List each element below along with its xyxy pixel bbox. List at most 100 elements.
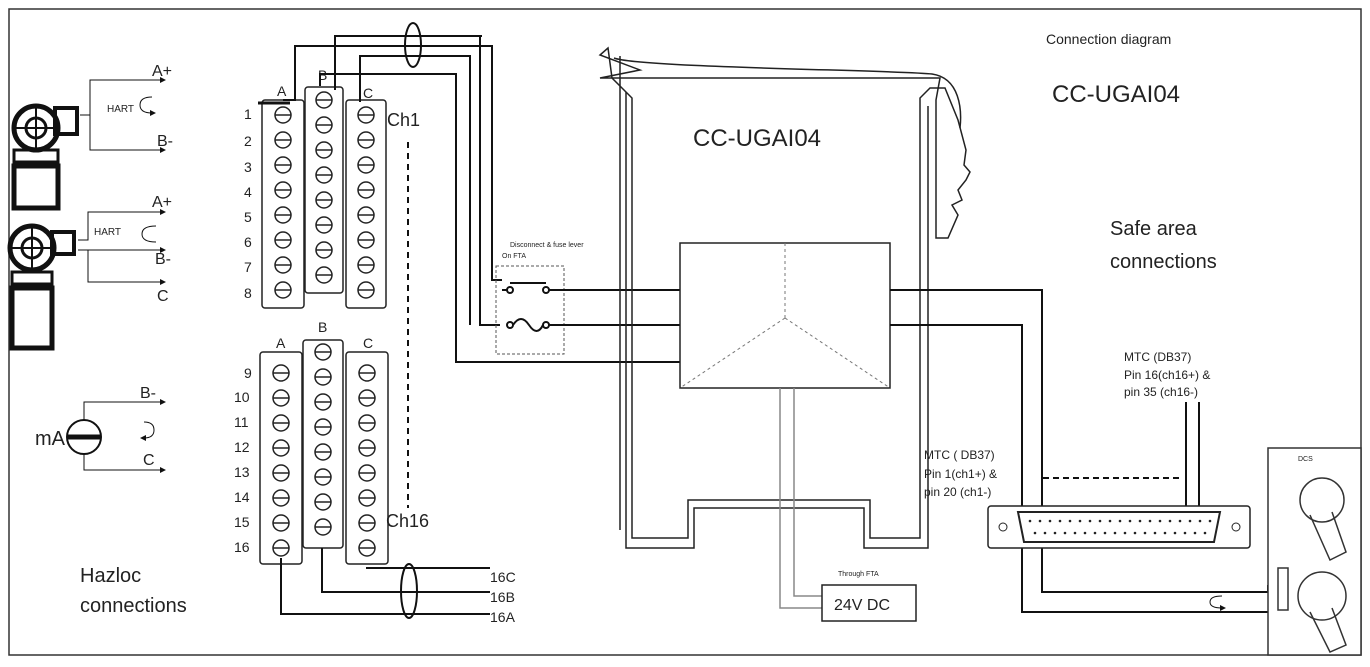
row-number: 3 bbox=[244, 159, 252, 175]
db37-pin bbox=[1113, 531, 1117, 535]
power-through-label: Through FTA bbox=[838, 571, 879, 578]
terminal-strip-a-bottom bbox=[259, 351, 303, 565]
db37-pin bbox=[1118, 519, 1122, 523]
db37-pin bbox=[1133, 531, 1137, 535]
row-number: 10 bbox=[234, 389, 250, 405]
top-row-numbers: 1 2 3 4 5 6 7 8 bbox=[244, 106, 252, 301]
mtc1-line1: MTC ( DB37) bbox=[924, 448, 995, 462]
mtc2-line2: Pin 16(ch16+) & bbox=[1124, 368, 1210, 382]
dcs-label: DCS bbox=[1298, 456, 1313, 463]
db37-pin bbox=[1163, 531, 1167, 535]
db37-pin bbox=[1058, 519, 1062, 523]
row-number: 5 bbox=[244, 209, 252, 225]
db37-pin bbox=[1158, 519, 1162, 523]
db37-pin bbox=[1193, 531, 1197, 535]
db37-pin bbox=[1123, 531, 1127, 535]
row-number: 2 bbox=[244, 133, 252, 149]
safe-area-line2: connections bbox=[1110, 251, 1217, 273]
tx2-c-label: C bbox=[157, 288, 169, 305]
ma-b-minus-label: B- bbox=[140, 385, 156, 402]
db37-pin bbox=[1168, 519, 1172, 523]
connection-diagram-label: Connection diagram bbox=[1046, 31, 1171, 47]
current-source bbox=[66, 399, 166, 473]
db37-pin bbox=[1028, 519, 1032, 523]
db37-pin bbox=[1208, 519, 1212, 523]
mtc1-line3: pin 20 (ch1-) bbox=[924, 485, 991, 499]
header-module-label: CC-UGAI04 bbox=[1052, 81, 1180, 108]
row-number: 6 bbox=[244, 234, 252, 250]
loop-arrowhead-icon bbox=[1220, 605, 1226, 611]
mtc2-line3: pin 35 (ch16-) bbox=[1124, 385, 1198, 399]
tx2-b-minus-label: B- bbox=[155, 251, 171, 268]
db37-pin bbox=[1103, 531, 1107, 535]
safe-area-line1: Safe area bbox=[1110, 218, 1198, 240]
bottom-col-b-label: B bbox=[318, 319, 327, 335]
db37-connector bbox=[987, 505, 1251, 549]
terminal-strip-c-top bbox=[345, 99, 387, 309]
power-feed bbox=[779, 388, 822, 609]
db37-pin bbox=[1098, 519, 1102, 523]
db37-pin bbox=[1053, 531, 1057, 535]
fuse-block bbox=[495, 265, 565, 355]
tx1-hart-label: HART bbox=[107, 104, 134, 115]
hazloc-line1: Hazloc bbox=[80, 565, 141, 587]
db37-pin bbox=[1188, 519, 1192, 523]
hazloc-line2: connections bbox=[80, 595, 187, 617]
db37-pin bbox=[1048, 519, 1052, 523]
db37-pin bbox=[1088, 519, 1092, 523]
fta-wires bbox=[549, 289, 680, 326]
power-supply-box bbox=[821, 584, 917, 622]
row-number: 14 bbox=[234, 489, 250, 505]
row-number: 8 bbox=[244, 285, 252, 301]
tx2-a-plus-label: A+ bbox=[152, 194, 172, 211]
db37-pin bbox=[1083, 531, 1087, 535]
wire-16a-label: 16A bbox=[490, 609, 516, 625]
db37-pin bbox=[1173, 531, 1177, 535]
tx1-a-plus-label: A+ bbox=[152, 63, 172, 80]
db37-pin bbox=[1068, 519, 1072, 523]
row-number: 16 bbox=[234, 539, 250, 555]
top-col-a-label: A bbox=[277, 83, 287, 99]
tx2-hart-label: HART bbox=[94, 227, 121, 238]
bottom-row-numbers: 9 10 11 12 13 14 15 16 bbox=[234, 365, 252, 555]
tx1-b-minus-label: B- bbox=[157, 133, 173, 150]
terminal-strip-c-bottom bbox=[345, 351, 389, 565]
row-number: 13 bbox=[234, 464, 250, 480]
loop-arrow-icon bbox=[1209, 595, 1223, 609]
mtc1-line2: Pin 1(ch1+) & bbox=[924, 467, 997, 481]
db37-pin bbox=[1033, 531, 1037, 535]
db37-pin bbox=[1178, 519, 1182, 523]
wire-16b-label: 16B bbox=[490, 589, 515, 605]
transmitter-1 bbox=[11, 77, 166, 211]
row-number: 1 bbox=[244, 106, 252, 122]
db37-pin bbox=[1078, 519, 1082, 523]
db37-pin bbox=[1073, 531, 1077, 535]
ma-c-label: C bbox=[143, 452, 155, 469]
row-number: 9 bbox=[244, 365, 252, 381]
module-housing bbox=[598, 46, 971, 549]
mtc2-line1: MTC (DB37) bbox=[1124, 350, 1191, 364]
db37-pin bbox=[1093, 531, 1097, 535]
fuse-label-line1: Disconnect & fuse lever bbox=[510, 242, 584, 249]
db37-pin bbox=[1063, 531, 1067, 535]
db37-pin bbox=[1138, 519, 1142, 523]
db37-pin bbox=[1143, 531, 1147, 535]
bottom-col-c-label: C bbox=[363, 335, 373, 351]
db37-pin bbox=[1203, 531, 1207, 535]
db37-pin bbox=[1128, 519, 1132, 523]
row-number: 15 bbox=[234, 514, 250, 530]
terminal-blocks bbox=[259, 86, 389, 565]
terminal-strip-a-top bbox=[261, 99, 305, 309]
top-col-c-label: C bbox=[363, 85, 373, 101]
field-wiring-bottom bbox=[280, 548, 490, 619]
db37-pin bbox=[1198, 519, 1202, 523]
field-wiring-top bbox=[258, 22, 680, 363]
row-number: 12 bbox=[234, 439, 250, 455]
row-number: 11 bbox=[234, 414, 249, 430]
power-label: 24V DC bbox=[834, 597, 890, 614]
ch1-label: Ch1 bbox=[387, 110, 420, 130]
diagram-frame bbox=[8, 8, 1362, 656]
wire-16c-label: 16C bbox=[490, 569, 516, 585]
